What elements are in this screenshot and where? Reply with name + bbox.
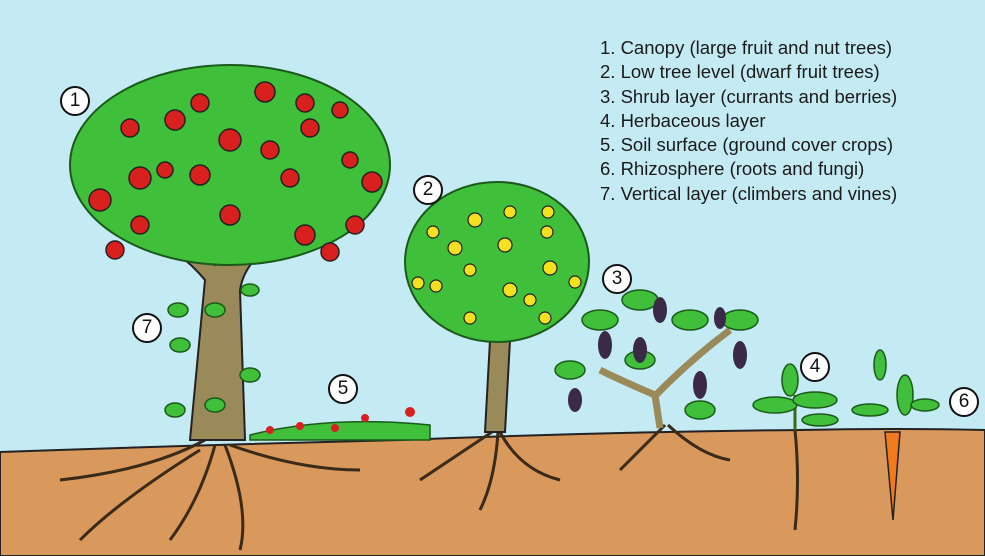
legend-item: 5. Soil surface (ground cover crops)	[600, 134, 894, 156]
vine	[164, 283, 261, 418]
canopy-tree	[69, 64, 391, 441]
badge-canopy: 1	[60, 86, 90, 116]
dwarf-tree	[404, 181, 590, 433]
roots	[59, 423, 799, 551]
legend-item: 2. Low tree level (dwarf fruit trees)	[600, 61, 880, 83]
badge-shrub: 3	[602, 264, 632, 294]
legend-item: 4. Herbaceous layer	[600, 109, 766, 131]
badge-vertical: 7	[132, 313, 162, 343]
legend-item: 3. Shrub layer (currants and berries)	[600, 85, 898, 107]
ground-cover	[249, 407, 431, 441]
badge-herbaceous: 4	[800, 352, 830, 382]
carrot-plant	[851, 349, 940, 521]
badge-rhizosphere: 6	[949, 387, 979, 417]
herbaceous-plant	[752, 363, 839, 430]
soil	[0, 428, 985, 556]
legend-item: 1. Canopy (large fruit and nut trees)	[600, 37, 893, 58]
legend: 1. Canopy (large fruit and nut trees) 2.…	[600, 36, 897, 206]
shrub	[554, 289, 759, 429]
legend-item: 7. Vertical layer (climbers and vines)	[600, 182, 898, 204]
badge-soil-surface: 5	[328, 374, 358, 404]
badge-low-tree: 2	[413, 175, 443, 205]
legend-item: 6. Rhizosphere (roots and fungi)	[600, 158, 865, 180]
